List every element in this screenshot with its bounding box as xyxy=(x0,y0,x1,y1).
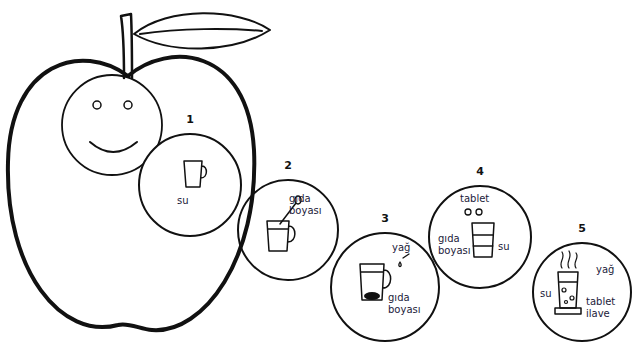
handwritten-label: yağ xyxy=(596,264,614,276)
tablet-symbol xyxy=(465,209,471,215)
glass xyxy=(558,272,578,308)
apple-leaf xyxy=(134,13,270,48)
face-eye xyxy=(124,101,132,109)
glass xyxy=(267,221,295,251)
bubble xyxy=(562,288,566,292)
glass xyxy=(184,161,206,187)
circle-outline xyxy=(139,134,241,236)
handwritten-label: yağ xyxy=(392,242,410,254)
bubble xyxy=(570,296,574,300)
face-smile xyxy=(90,142,137,152)
step-circle: 1su xyxy=(138,133,242,237)
step-circle: 2gıda boyası xyxy=(237,179,339,281)
bubble xyxy=(565,301,568,304)
circle-outline xyxy=(429,186,531,288)
step-number: 1 xyxy=(186,114,194,126)
handwritten-label: gıda boyası xyxy=(388,292,426,316)
step-number: 4 xyxy=(476,166,484,178)
steam xyxy=(561,251,577,268)
circle-outline xyxy=(237,179,339,281)
circle-background xyxy=(139,134,241,236)
circle-outline xyxy=(138,133,242,237)
circle-outline xyxy=(331,233,439,341)
glass xyxy=(472,223,494,257)
oil-drop xyxy=(399,254,409,267)
handwritten-label: tablet ilave xyxy=(586,296,620,320)
handwritten-label: su xyxy=(498,241,510,253)
face-eye xyxy=(93,101,101,109)
step-number: 3 xyxy=(381,213,389,225)
step-number: 5 xyxy=(578,223,586,235)
step-number: 2 xyxy=(284,160,292,172)
handwritten-label: su xyxy=(177,195,189,207)
step-circle: 5yağsutablet ilave xyxy=(532,242,632,342)
glass xyxy=(360,264,391,300)
handwritten-label: gıda boyası xyxy=(438,233,472,257)
step-circle: 3yağgıda boyası xyxy=(330,232,440,342)
circle-outline xyxy=(533,243,631,341)
handwritten-label: gıda boyası xyxy=(289,193,329,217)
handwritten-label: tablet xyxy=(460,193,489,205)
circle-outline xyxy=(238,180,338,280)
handwritten-label: su xyxy=(540,288,552,300)
apple-stem xyxy=(121,14,132,78)
tablet-symbol xyxy=(476,209,482,215)
dye-blob xyxy=(364,292,380,300)
glass-stand xyxy=(555,308,581,314)
circle-outline xyxy=(330,232,440,342)
apple-outline xyxy=(8,57,254,330)
step-circle: 4tabletgıda boyasısu xyxy=(428,185,532,289)
